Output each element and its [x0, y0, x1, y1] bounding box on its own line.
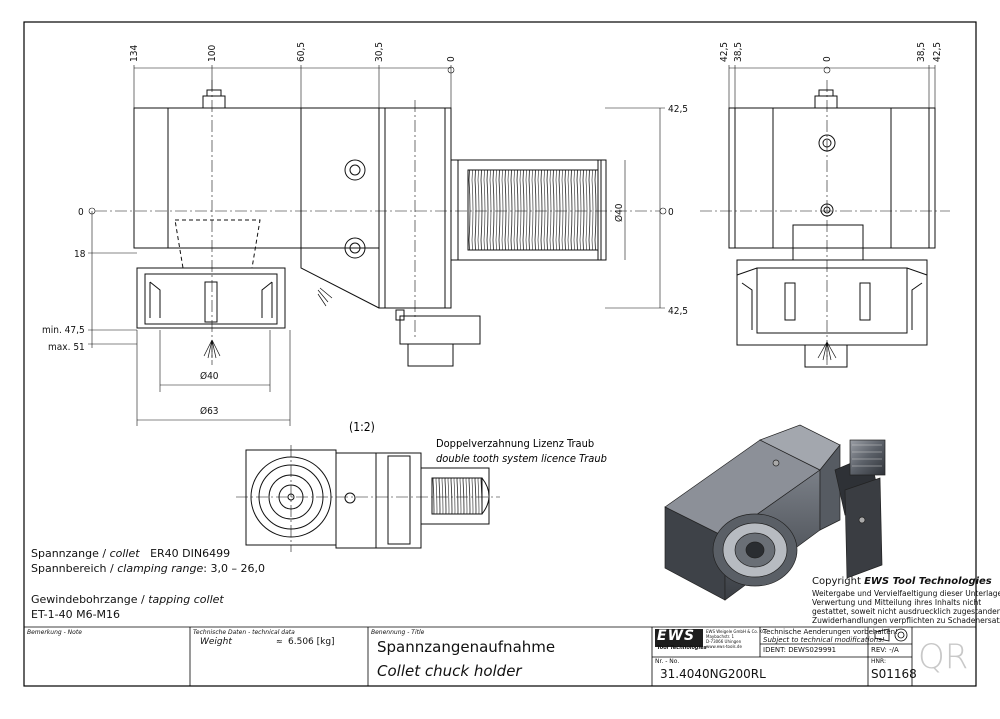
dim-0-right: 0 [668, 207, 674, 218]
outer-frame [23, 21, 977, 687]
dim-38-5-fr: 38,5 [916, 42, 927, 62]
dim-dia40-shank: Ø40 [613, 203, 625, 222]
techdata-label: Technische Daten - technical data [193, 629, 295, 636]
weight-value: 6.506 [kg] [288, 637, 335, 647]
dim-42-5-fl: 42,5 [719, 42, 730, 62]
dim-dia63: Ø63 [200, 405, 219, 417]
changes-en: Subject to technical modifications! [763, 636, 885, 644]
dim-60-5: 60,5 [296, 42, 307, 62]
isometric-render [664, 424, 886, 601]
front-view [700, 80, 950, 368]
dim-min: min. 47,5 [42, 325, 85, 336]
title-de: Spannzangenaufnahme [377, 638, 556, 656]
remark-label: Bemerkung - Note [27, 629, 82, 636]
qr-placeholder: QR [918, 637, 969, 677]
front-view-dims [728, 65, 936, 108]
ews-logo: EWS [657, 628, 696, 644]
front-dim-texts: 42,5 38,5 0 38,5 42,5 [719, 42, 943, 62]
weight-label: Weight [200, 637, 232, 647]
note-en: double tooth system licence Traub [436, 452, 607, 465]
dim-18: 18 [74, 249, 86, 260]
dim-30-5: 30,5 [374, 42, 385, 62]
dim-0-left: 0 [78, 207, 84, 218]
ews-logo-sub: Tool Technologies [657, 645, 707, 651]
dim-0-fc: 0 [822, 56, 833, 62]
scale-label: (1:2) [349, 420, 375, 434]
changes-de: Technische Aenderungen vorbehalten! [763, 628, 898, 636]
side-dim-texts: 134 100 60,5 30,5 0 42,5 0 42,5 0 18 min… [42, 42, 688, 417]
spec-tapping-value: ET-1-40 M6-M16 [31, 608, 121, 621]
dim-42-5-bottom: 42,5 [668, 306, 688, 317]
nr-label: Nr. - No. [655, 658, 680, 665]
dim-134: 134 [129, 45, 140, 62]
weight-eq: ≈ [276, 637, 283, 646]
part-number: 31.4040NG200RL [660, 667, 766, 681]
title-label: Benennung - Title [371, 629, 425, 636]
hnr-value: S01168 [871, 667, 917, 681]
dim-42-5-fr: 42,5 [932, 42, 943, 62]
bottom-view [236, 445, 500, 552]
dim-100: 100 [207, 45, 218, 62]
dim-max: max. 51 [48, 342, 85, 353]
company-address: EWS Weigele GmbH & Co. KG Maybachstr. 1 … [706, 629, 766, 649]
rev: REV: -/A [871, 646, 899, 654]
note-de: Doppelverzahnung Lizenz Traub [436, 437, 594, 450]
eco-symbol-icon [874, 628, 908, 642]
spec-tapping: Gewindebohrzange / tapping collet [31, 593, 224, 606]
dim-42-5-top: 42,5 [668, 104, 688, 115]
ews-logo-box [655, 629, 703, 647]
dim-0-top: 0 [446, 56, 457, 62]
title-block-grid [24, 626, 976, 686]
ident: IDENT: DEWS029991 [763, 646, 837, 654]
spec-range: Spannbereich / clamping range: 3,0 – 26,… [31, 562, 265, 575]
copyright-text: Weitergabe und Vervielfaeltigung dieser … [812, 589, 1000, 625]
hnr-label: HNR: [871, 658, 887, 665]
copyright-title: Copyright EWS Tool Technologies [812, 576, 992, 587]
dim-38-5-fl: 38,5 [733, 42, 744, 62]
spec-collet: Spannzange / collet ER40 DIN6499 [31, 547, 231, 560]
side-view-dims [88, 65, 667, 426]
dim-dia40: Ø40 [200, 370, 219, 382]
side-view [95, 80, 660, 367]
title-en: Collet chuck holder [377, 662, 522, 680]
